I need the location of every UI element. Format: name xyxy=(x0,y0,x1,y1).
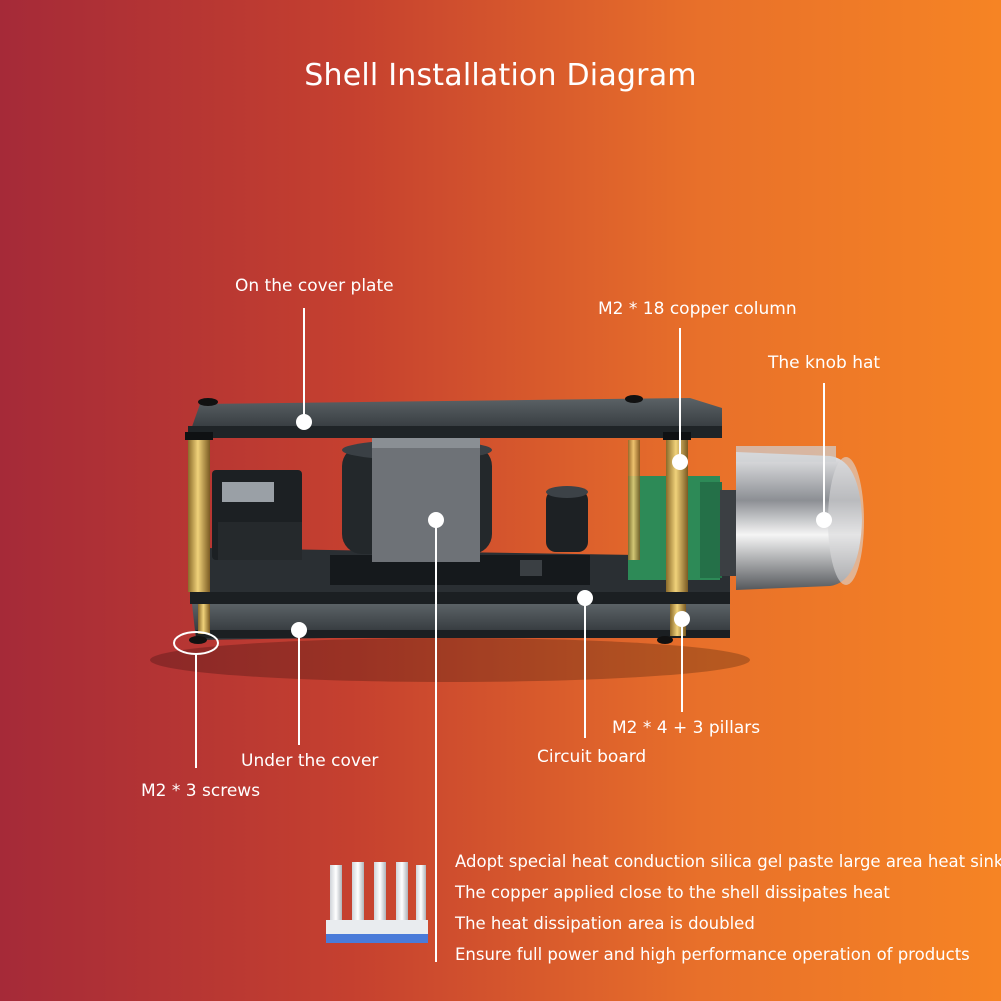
heatsink-icon xyxy=(326,862,428,943)
callout-lines xyxy=(195,308,825,962)
feature-item: The heat dissipation area is doubled xyxy=(455,914,755,933)
audio-jack xyxy=(212,470,302,560)
feature-item: The copper applied close to the shell di… xyxy=(455,883,890,902)
label-circuit-board: Circuit board xyxy=(537,747,647,767)
label-cover-plate: On the cover plate xyxy=(235,276,394,296)
feature-item: Ensure full power and high performance o… xyxy=(455,945,970,964)
circuit-board xyxy=(190,548,730,604)
knob-hat xyxy=(736,446,864,590)
label-copper-column: M2 * 18 copper column xyxy=(598,299,797,319)
label-knob-hat: The knob hat xyxy=(768,353,881,373)
copper-columns xyxy=(185,432,691,592)
callout-dots xyxy=(291,414,832,638)
label-under-cover: Under the cover xyxy=(241,751,379,771)
page-title: Shell Installation Diagram xyxy=(304,58,697,93)
bottom-cover-plate xyxy=(189,604,730,644)
feature-item: Adopt special heat conduction silica gel… xyxy=(455,852,1001,871)
label-pillars: M2 * 4 + 3 pillars xyxy=(612,718,761,738)
inductor-block xyxy=(372,438,480,562)
label-screws: M2 * 3 screws xyxy=(141,781,261,801)
product-shadow xyxy=(150,638,750,682)
small-capacitor xyxy=(546,486,588,552)
top-cover-plate xyxy=(188,395,722,438)
feature-list: Adopt special heat conduction silica gel… xyxy=(455,846,1001,970)
